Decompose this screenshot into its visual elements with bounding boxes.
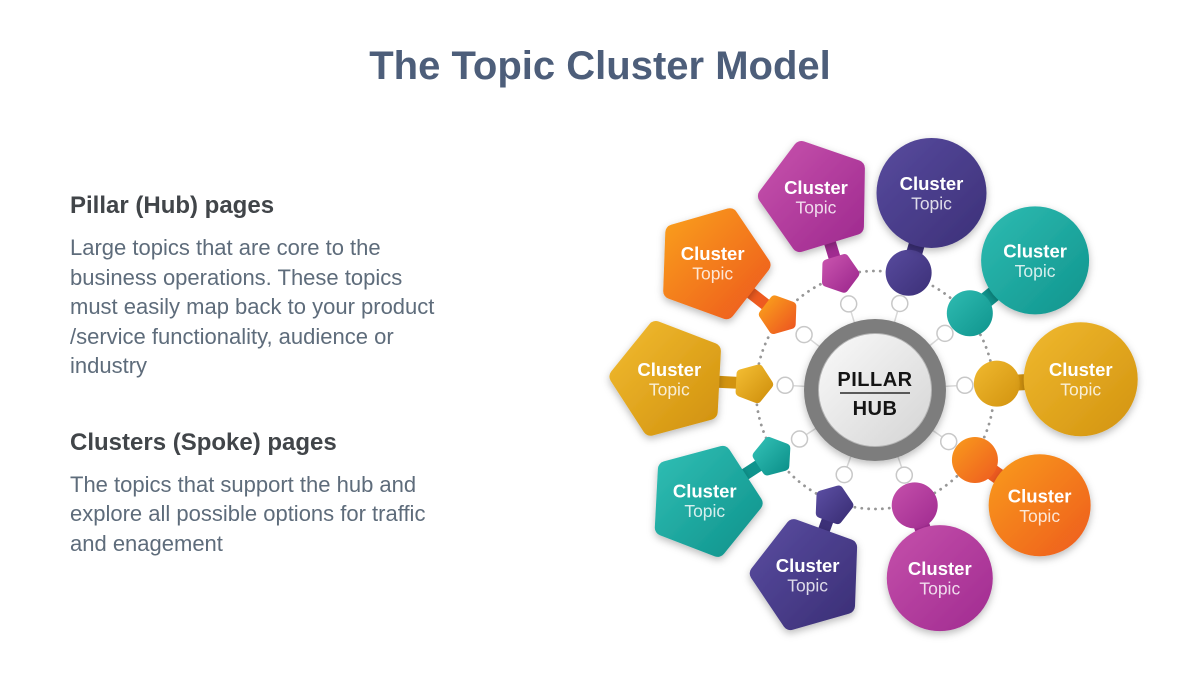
cluster-shape bbox=[886, 525, 993, 632]
spoke-node bbox=[839, 295, 858, 313]
cluster-mini-circle bbox=[951, 436, 998, 483]
cluster-node bbox=[876, 137, 987, 248]
cluster-shape bbox=[609, 321, 721, 436]
cluster-mini-pentagon bbox=[815, 485, 854, 525]
cluster-mini-pentagon bbox=[752, 437, 791, 476]
cluster-node bbox=[609, 321, 721, 436]
cluster-mini-circle bbox=[885, 249, 932, 296]
cluster-mini-pentagon bbox=[735, 364, 774, 404]
cluster-node bbox=[886, 525, 993, 632]
spoke-node bbox=[895, 466, 914, 484]
cluster-node bbox=[749, 519, 858, 631]
cluster-mini-pentagon bbox=[758, 295, 797, 334]
spoke-node bbox=[936, 324, 954, 343]
cluster-shape bbox=[654, 445, 763, 557]
spoke-node bbox=[956, 376, 974, 395]
cluster-shape bbox=[749, 519, 858, 631]
page-title: The Topic Cluster Model bbox=[369, 44, 831, 88]
pillar-section-body: Large topics that are core to the busine… bbox=[70, 235, 435, 378]
cluster-shape bbox=[876, 137, 987, 248]
cluster-shape bbox=[988, 454, 1091, 557]
cluster-mini-circle bbox=[973, 360, 1020, 407]
cluster-shape bbox=[981, 206, 1090, 315]
description-panel: Pillar (Hub) pages Large topics that are… bbox=[70, 192, 520, 558]
hub-label-line1: PILLAR bbox=[837, 369, 912, 391]
cluster-node bbox=[988, 454, 1091, 557]
clusters-section: Clusters (Spoke) pages The topics that s… bbox=[70, 429, 520, 559]
spoke-node bbox=[835, 465, 853, 484]
pillar-hub-label: PILLAR HUB bbox=[837, 369, 912, 420]
cluster-shape bbox=[663, 208, 771, 320]
spoke-node bbox=[891, 294, 909, 313]
clusters-section-heading: Clusters (Spoke) pages bbox=[70, 428, 337, 456]
cluster-node bbox=[757, 141, 865, 253]
cluster-mini-circle bbox=[891, 482, 938, 529]
cluster-node bbox=[654, 445, 763, 557]
cluster-shape bbox=[757, 141, 865, 253]
cluster-node bbox=[981, 206, 1090, 315]
spoke-node bbox=[776, 376, 794, 395]
pillar-section-heading: Pillar (Hub) pages bbox=[70, 192, 275, 219]
clusters-section-body: The topics that support the hub and expl… bbox=[70, 471, 426, 556]
cluster-shape bbox=[1023, 322, 1138, 437]
spoke-node bbox=[939, 432, 958, 451]
hub-face bbox=[818, 333, 932, 447]
spoke-node bbox=[790, 430, 809, 448]
cluster-node bbox=[663, 208, 771, 320]
hub-label-line2: HUB bbox=[853, 398, 898, 420]
cluster-node bbox=[1023, 322, 1138, 437]
cluster-mini-pentagon bbox=[822, 254, 860, 293]
pillar-section: Pillar (Hub) pages Large topics that are… bbox=[70, 192, 520, 381]
cluster-mini-circle bbox=[946, 290, 993, 337]
spoke-node bbox=[795, 325, 813, 344]
